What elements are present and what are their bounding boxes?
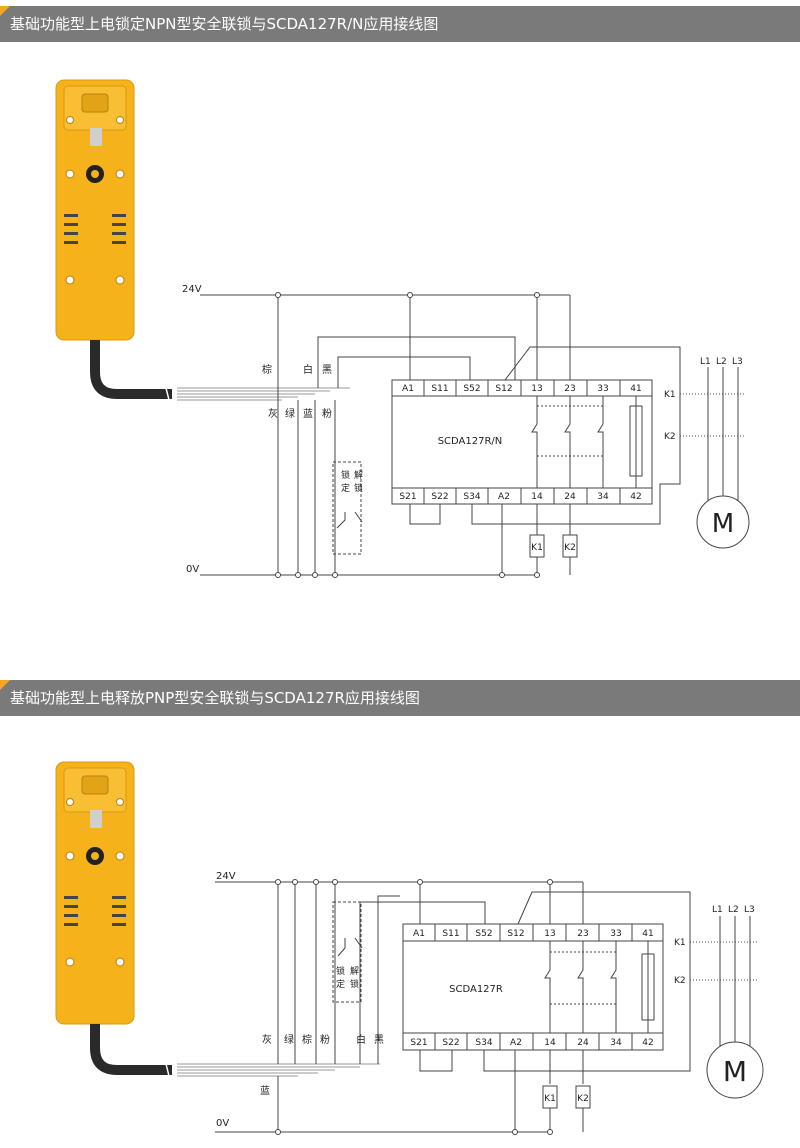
switch-unlock-label: 解锁 xyxy=(350,965,359,990)
phase-L3: L3 xyxy=(732,357,743,367)
terminal-S52: S52 xyxy=(463,384,480,394)
phase-L3: L3 xyxy=(744,905,755,915)
terminal-13: 13 xyxy=(544,929,555,939)
terminal-S12: S12 xyxy=(507,929,524,939)
terminal-34: 34 xyxy=(610,1038,622,1048)
motor-label: M xyxy=(712,509,734,539)
module-name: SCDA127R/N xyxy=(438,436,503,447)
device-cable xyxy=(90,340,172,399)
terminal-S22: S22 xyxy=(431,492,448,502)
contact-K1-label: K1 xyxy=(664,390,676,400)
motor-label: M xyxy=(723,1055,747,1088)
motor-circuit xyxy=(690,916,764,1099)
switch-lock-label: 锁定 xyxy=(336,965,345,990)
coil-K1: K1 xyxy=(544,1094,556,1104)
wire-label-green: 绿 xyxy=(285,407,295,420)
wire-label-blue: 蓝 xyxy=(260,1085,270,1097)
terminal-S22: S22 xyxy=(442,1038,459,1048)
phase-L2: L2 xyxy=(716,357,727,367)
terminal-42: 42 xyxy=(642,1038,653,1048)
coil-K1: K1 xyxy=(531,543,543,553)
wire-label-white: 白 xyxy=(356,1033,366,1046)
wire-label-black: 黑 xyxy=(374,1034,384,1046)
motor-circuit xyxy=(680,367,750,549)
terminal-13: 13 xyxy=(531,384,542,394)
wire-label-brown: 棕 xyxy=(262,363,272,376)
terminal-A1: A1 xyxy=(413,929,425,939)
switch-lock-label: 锁定 xyxy=(341,469,350,494)
terminal-42: 42 xyxy=(630,492,641,502)
supply-24v-label: 24V xyxy=(216,871,236,882)
contact-K2-label: K2 xyxy=(674,976,686,986)
phase-L1: L1 xyxy=(700,357,711,367)
phase-L1: L1 xyxy=(712,905,723,915)
wire-label-pink: 粉 xyxy=(320,1033,330,1046)
header-accent xyxy=(0,680,10,690)
terminal-34: 34 xyxy=(597,492,609,502)
terminal-41: 41 xyxy=(630,384,641,394)
wire-label-pink: 粉 xyxy=(322,407,332,420)
switch-lock-unlock: 锁定 解锁 xyxy=(341,469,363,494)
wiring-diagram-2: 24V 0V 灰 绿 棕 粉 白 黑 蓝 锁定 解锁 A1 S11 S52 S1… xyxy=(55,761,764,1135)
terminal-24: 24 xyxy=(564,492,576,502)
coil-K2: K2 xyxy=(564,543,576,553)
terminal-33: 33 xyxy=(597,384,608,394)
wiring-diagram-1: 24V 0V 棕 白 黑 灰 绿 蓝 粉 锁定 解锁 A1 S11 S52 S1… xyxy=(55,79,750,578)
terminal-A1: A1 xyxy=(402,384,414,394)
section-2-title: 基础功能型上电释放PNP型安全联锁与SCDA127R应用接线图 xyxy=(10,689,420,707)
safety-interlock-device xyxy=(55,79,135,341)
header-accent xyxy=(0,6,10,16)
wire-label-white: 白 xyxy=(303,363,313,376)
contactor-coils: K1 K2 xyxy=(542,1085,591,1109)
wire-label-green: 绿 xyxy=(284,1033,294,1046)
coil-K2: K2 xyxy=(577,1094,589,1104)
wire-label-blue: 蓝 xyxy=(303,408,313,420)
section-1-title: 基础功能型上电锁定NPN型安全联锁与SCDA127R/N应用接线图 xyxy=(10,15,439,33)
supply-0v-label: 0V xyxy=(216,1118,229,1129)
supply-24v-label: 24V xyxy=(182,284,202,295)
safety-interlock-device xyxy=(55,761,135,1025)
module-name: SCDA127R xyxy=(449,984,503,995)
terminal-S52: S52 xyxy=(475,929,492,939)
terminal-S34: S34 xyxy=(475,1038,492,1048)
terminal-24: 24 xyxy=(577,1038,589,1048)
terminal-14: 14 xyxy=(531,492,543,502)
phase-L2: L2 xyxy=(728,905,739,915)
device-cable xyxy=(90,1024,172,1075)
contact-K1-label: K1 xyxy=(674,938,686,948)
supply-0v-label: 0V xyxy=(186,564,199,575)
terminal-A2: A2 xyxy=(498,492,510,502)
terminal-S11: S11 xyxy=(431,384,448,394)
wire-label-grey: 灰 xyxy=(262,1033,272,1046)
terminal-S21: S21 xyxy=(410,1038,427,1048)
safety-relay-module: A1 S11 S52 S12 13 23 33 41 S21 S22 S34 A… xyxy=(391,379,653,505)
section-2-header: 基础功能型上电释放PNP型安全联锁与SCDA127R应用接线图 xyxy=(0,680,800,716)
section-1-header: 基础功能型上电锁定NPN型安全联锁与SCDA127R/N应用接线图 xyxy=(0,6,800,42)
switch-lock-unlock: 锁定 解锁 xyxy=(336,965,359,990)
wire-label-grey: 灰 xyxy=(268,407,278,420)
terminal-A2: A2 xyxy=(510,1038,522,1048)
terminal-S21: S21 xyxy=(399,492,416,502)
wire-label-brown: 棕 xyxy=(302,1033,312,1046)
terminal-23: 23 xyxy=(577,929,588,939)
terminal-23: 23 xyxy=(564,384,575,394)
terminal-14: 14 xyxy=(544,1038,556,1048)
switch-unlock-label: 解锁 xyxy=(354,469,363,494)
terminal-S34: S34 xyxy=(463,492,480,502)
contactor-coils: K1 K2 xyxy=(529,534,578,558)
terminal-S12: S12 xyxy=(495,384,512,394)
terminal-41: 41 xyxy=(642,929,653,939)
contact-K2-label: K2 xyxy=(664,432,676,442)
safety-relay-module: A1 S11 S52 S12 13 23 33 41 S21 S22 S34 A… xyxy=(402,923,664,1051)
terminal-S11: S11 xyxy=(442,929,459,939)
terminal-33: 33 xyxy=(610,929,621,939)
wire-label-black: 黑 xyxy=(322,364,332,376)
